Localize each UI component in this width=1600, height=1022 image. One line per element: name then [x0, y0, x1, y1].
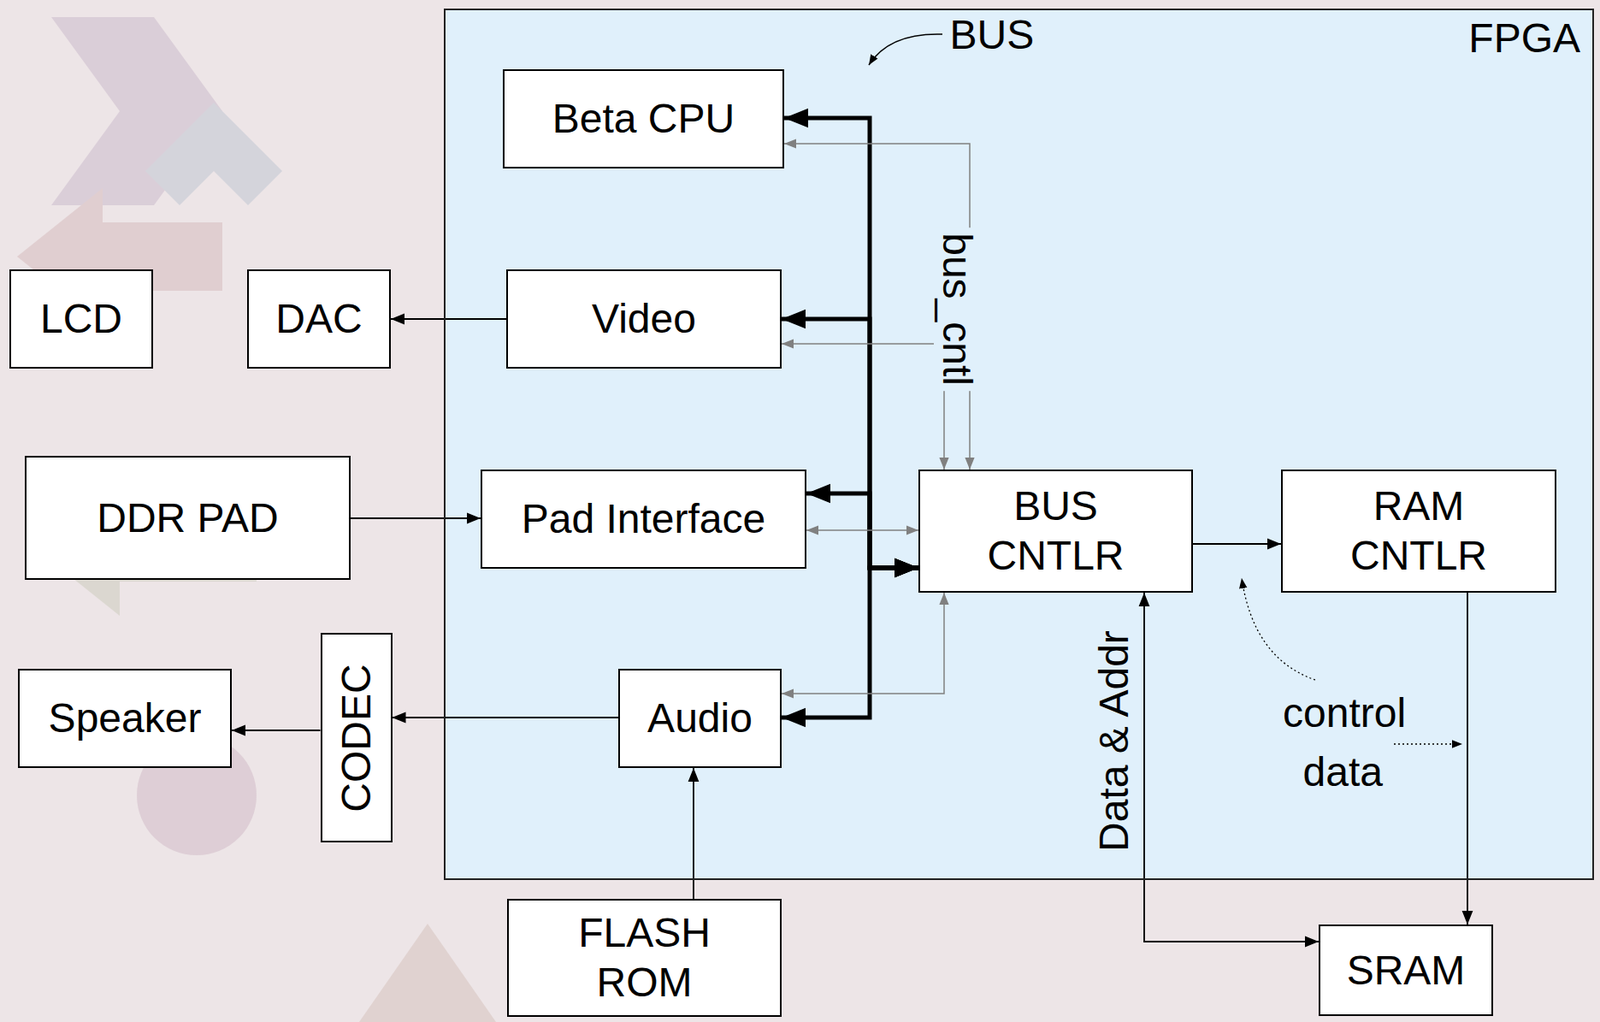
data-callout [1393, 743, 1463, 744]
controller-box: RAM CNTLR [1281, 469, 1557, 593]
box-label: CODEC [336, 663, 378, 812]
device-box: DDR PAD [24, 455, 351, 580]
bus-line [806, 493, 919, 568]
fpga-fill [443, 8, 1595, 880]
control-callout [1241, 578, 1316, 680]
callout-text: control [1282, 689, 1406, 737]
signal-arrow [1466, 592, 1469, 925]
signal-arrow [390, 318, 507, 320]
box-label: DDR PAD [96, 493, 278, 544]
device-box: DAC [247, 269, 391, 369]
memory-box: FLASH ROM [507, 898, 782, 1017]
module-box: Beta CPU [502, 69, 785, 169]
box-label: Speaker [48, 693, 202, 744]
signal-arrow [1192, 543, 1282, 545]
region-title: FPGA [1468, 13, 1581, 64]
control-line [781, 343, 945, 470]
box-label: SRAM [1346, 945, 1466, 996]
bus-callout [868, 34, 943, 65]
box-label: FLASH ROM [546, 908, 744, 1007]
box-label: Audio [647, 693, 753, 744]
callout-text: data [1303, 748, 1383, 796]
box-label: Video [591, 294, 697, 344]
box-label: DAC [275, 294, 362, 344]
bus-label: BUS [950, 11, 1035, 59]
signal-arrow [1144, 592, 1319, 942]
controller-box: BUS CNTLR [918, 469, 1193, 593]
box-label: RAM CNTLR [1320, 481, 1518, 580]
box-label: Beta CPU [552, 94, 735, 144]
device-box: Speaker [17, 668, 232, 768]
signal-name: bus_cntl [932, 227, 981, 391]
signal-arrow [392, 716, 620, 719]
memory-box: SRAM [1318, 924, 1494, 1016]
module-box: Video [506, 269, 782, 369]
control-line [806, 529, 919, 532]
module-box: Pad Interface [480, 469, 807, 569]
signal-arrow [350, 517, 481, 520]
fpga-region: FPGA Beta CPU VideoPad Interface BUS CNTLR R… [443, 8, 1595, 880]
box-label: BUS CNTLR [957, 481, 1155, 580]
device-box: CODEC [320, 632, 393, 843]
edge-label: Data & Addr [1089, 630, 1137, 852]
watermark-art [17, 17, 496, 1022]
box-label: LCD [40, 294, 123, 344]
control-line [781, 592, 945, 694]
device-box: LCD [9, 269, 154, 369]
signal-arrow [231, 729, 321, 732]
bus-line [781, 567, 919, 718]
box-label: Pad Interface [521, 494, 767, 544]
module-box: Audio [618, 668, 782, 768]
